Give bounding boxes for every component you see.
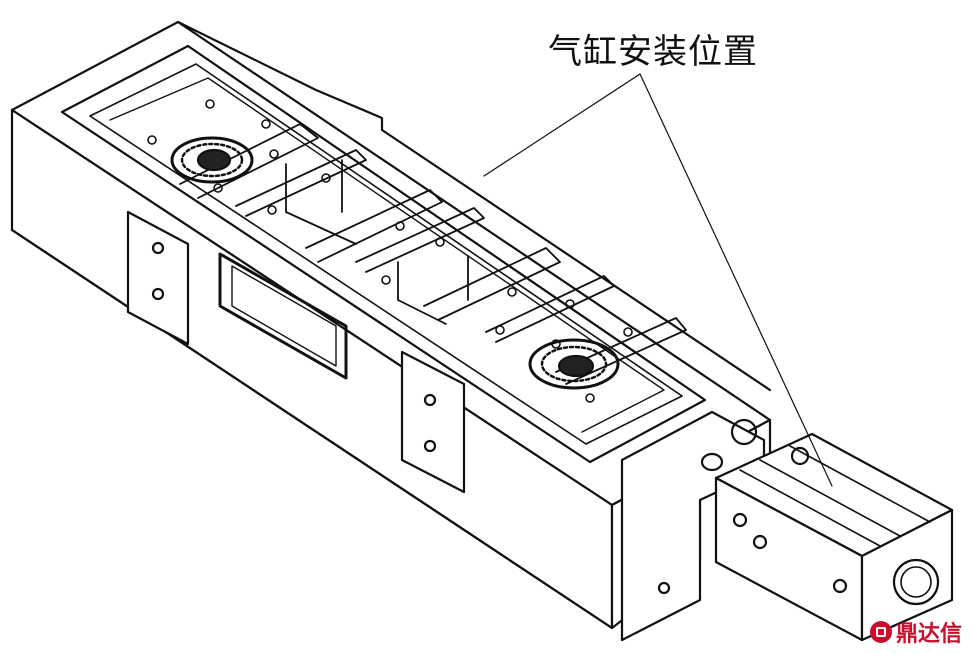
- divider-2: [235, 149, 367, 217]
- leader-line-right: [639, 73, 833, 487]
- screw-hole: [321, 173, 331, 183]
- block-wall-1: [285, 163, 357, 245]
- screw-hole: [267, 205, 277, 215]
- screw-hole: [623, 327, 633, 337]
- divider-7: [555, 317, 687, 385]
- watermark-text: 鼎达信: [895, 622, 962, 647]
- divider-6: [485, 275, 615, 343]
- gear-lower-hub: [557, 354, 595, 378]
- cylinder-port: [892, 558, 940, 606]
- screw-hole: [495, 325, 505, 335]
- gear-assembly-upper: [170, 136, 254, 184]
- screw-hole: [147, 135, 157, 145]
- pocket-floor-edge: [109, 77, 665, 433]
- screw-hole: [551, 339, 561, 349]
- cylinder-port-inner: [900, 566, 932, 598]
- logo-seal-icon: [869, 621, 892, 643]
- plate-hole: [423, 439, 437, 453]
- screw-hole: [435, 237, 445, 247]
- gear-lower-ring: [528, 338, 620, 390]
- screw-hole: [381, 275, 391, 285]
- top-screw-holes: [147, 99, 633, 403]
- side-mount-plate-left: [126, 210, 190, 346]
- gear-upper-hub: [196, 148, 232, 172]
- screw-hole: [507, 287, 517, 297]
- base-rear-ridge: [176, 20, 772, 392]
- front-slot-window-inner: [231, 265, 337, 367]
- screw-hole: [213, 183, 223, 193]
- divider-3: [305, 189, 443, 263]
- cylinder-groove: [789, 445, 931, 523]
- divider-4: [355, 207, 485, 273]
- block-wall-3: [397, 261, 447, 325]
- front-slot-window: [218, 252, 348, 380]
- gear-upper-ring: [170, 136, 254, 184]
- cylinder-fitting: [700, 452, 724, 472]
- callout-leaders: [483, 73, 833, 487]
- pocket-inner-rim: [89, 63, 683, 445]
- screw-hole: [395, 221, 405, 231]
- gear-upper-teeth: [180, 142, 244, 178]
- cylinder-mount-hole: [832, 578, 848, 594]
- cylinder-groove: [739, 469, 881, 547]
- cylinder-end-face: [860, 508, 954, 642]
- cylinder-rod-end: [790, 446, 810, 466]
- screw-hole: [269, 149, 279, 159]
- screw-hole: [565, 299, 575, 309]
- plate-hole: [423, 393, 437, 407]
- side-mount-plate-right: [400, 350, 466, 494]
- gear-lower-teeth: [540, 345, 608, 383]
- cylinder-groove: [759, 459, 901, 537]
- divider-5: [423, 247, 561, 321]
- screw-hole: [261, 119, 271, 129]
- leader-line-left: [483, 73, 641, 177]
- base-front-edge: [10, 228, 614, 630]
- plate-left-face: [126, 210, 190, 346]
- screw-hole: [585, 393, 595, 403]
- plate-right-face: [400, 350, 466, 494]
- gear-assembly-lower: [528, 338, 620, 390]
- screw-hole: [205, 99, 215, 109]
- end-bracket-hole-small: [657, 581, 671, 595]
- air-cylinder: [700, 432, 954, 642]
- plate-hole: [151, 241, 165, 255]
- end-bracket-hole: [730, 418, 758, 446]
- plate-hole: [151, 287, 165, 301]
- cylinder-position-label: 气缸安装位置: [548, 32, 758, 72]
- watermark-logo: 鼎达信: [869, 616, 962, 648]
- cylinder-mount-hole: [752, 534, 768, 550]
- cylinder-mount-hole: [732, 512, 748, 528]
